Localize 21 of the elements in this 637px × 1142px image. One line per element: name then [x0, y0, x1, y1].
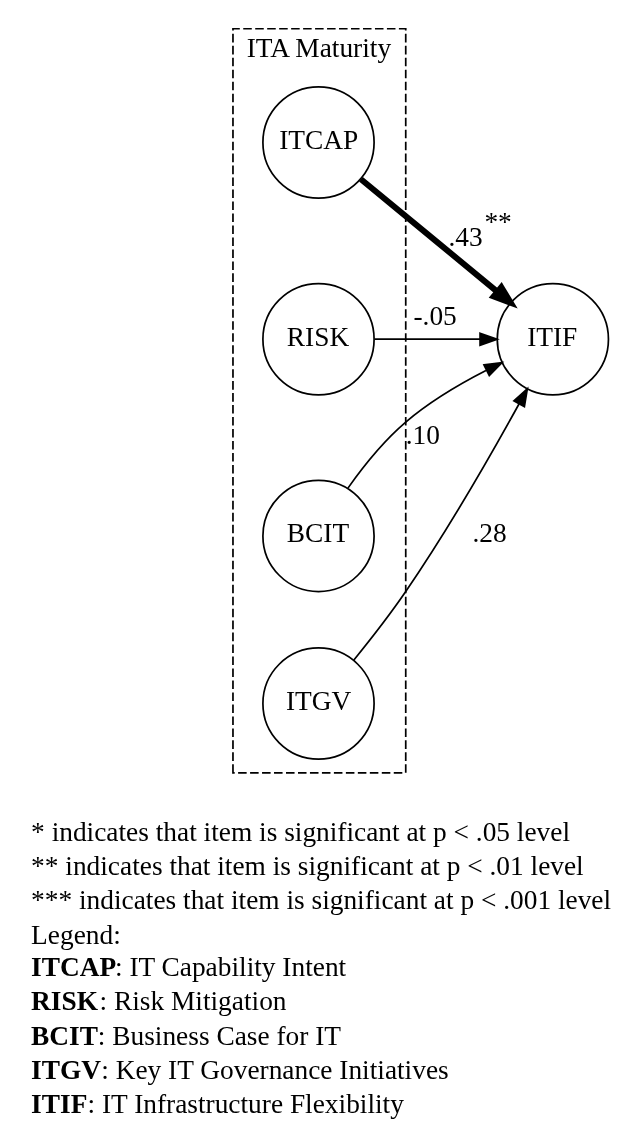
arrow: [359, 176, 518, 309]
edge-label: .10: [405, 420, 440, 451]
edge-label: -.05: [413, 301, 457, 332]
arrow: [373, 332, 500, 347]
label: ITGV: Key IT Governance Initiatives: [31, 1054, 449, 1085]
label: ** indicates that item is significant at p < .01 level: [31, 851, 584, 882]
label: RISK: Risk Mitigation: [31, 986, 287, 1017]
label: ITCAP: IT Capability Intent: [31, 952, 347, 983]
node-circle: ITIF: [496, 282, 610, 396]
label: BCIT: Business Case for IT: [31, 1020, 341, 1051]
arrow: [353, 386, 529, 661]
node-circle: ITGV: [262, 647, 375, 761]
label: *** indicates that item is significant at p < .001 level: [31, 885, 612, 916]
arrow: [347, 361, 505, 489]
label: Legend:: [31, 919, 121, 950]
label: ITIF: IT Infrastructure Flexibility: [31, 1088, 404, 1119]
label: * indicates that item is significant at p < .05 level: [31, 816, 571, 847]
node-circle: ITCAP: [262, 86, 375, 199]
node-circle: BCIT: [262, 479, 375, 593]
node-circle: RISK: [262, 282, 375, 396]
edge-label: .28: [472, 518, 507, 549]
